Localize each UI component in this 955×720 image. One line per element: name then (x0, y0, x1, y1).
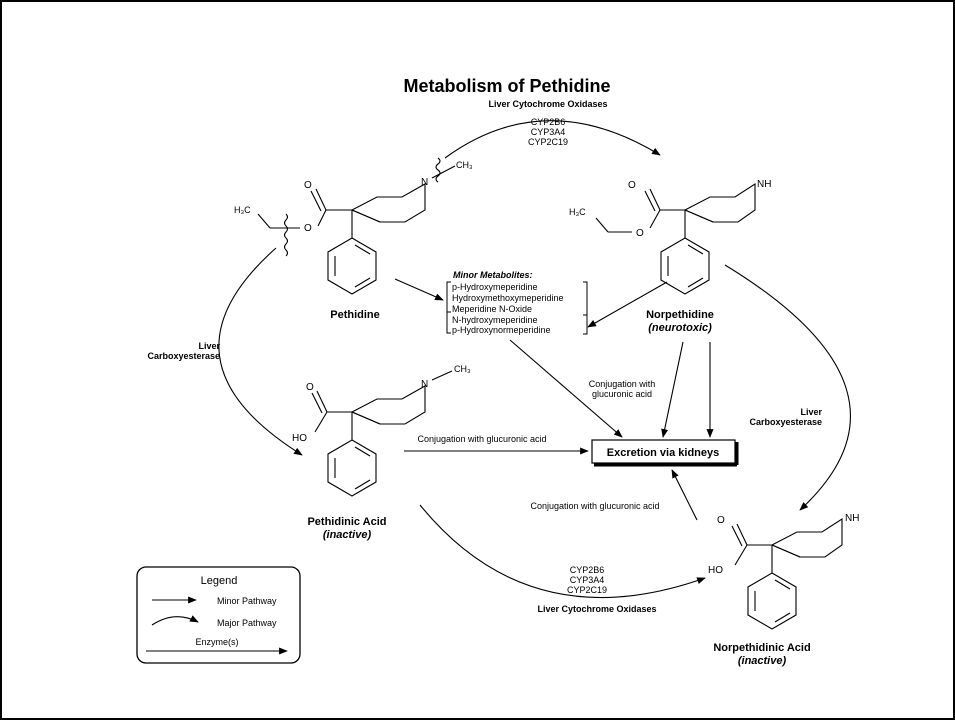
pathway-arrows (218, 247, 851, 599)
pethidinic-acid-name: Pethidinic Acid (307, 516, 386, 528)
norpethidine-phenyl-ring (660, 237, 710, 295)
conjugation-lower: Conjugation with glucuronic acid (530, 501, 659, 511)
norpethidine-name: Norpethidine (646, 309, 714, 321)
legend-title: Legend (201, 575, 238, 587)
excretion-box (591, 439, 739, 467)
major-arrow-pethidinic-to-norpethidinic-acid (419, 504, 706, 599)
pethidinic-acid-phenyl-ring (327, 439, 377, 497)
pethidine-structure (257, 157, 456, 295)
conjugation-middle: Conjugation with glucuronic acid (417, 434, 546, 444)
minor-metabolite-1: p-Hydroxymeperidine (452, 282, 538, 292)
top-enzyme-1: CYP2B6 (531, 117, 566, 127)
norpethidinic-acid-phenyl-ring (747, 572, 797, 630)
pethidinic-acid-structure (311, 370, 453, 497)
norpethidine-o-ester: O (636, 228, 644, 239)
top-enzyme-3: CYP2C19 (528, 137, 568, 147)
pethidinic-acid-o: O (306, 382, 314, 393)
norpethidinic-acid-note: (inactive) (738, 655, 787, 667)
pethidinic-acid-note: (inactive) (323, 529, 372, 541)
norpethidinic-acid-name: Norpethidinic Acid (713, 642, 810, 654)
bottom-enzyme-1: CYP2B6 (570, 565, 605, 575)
pethidine-piperidine-ring (350, 183, 426, 223)
minor-arrow-norpethidine-to-excretion-1 (661, 341, 684, 438)
legend-enzyme-label: Enzyme(s) (195, 637, 238, 647)
norpethidinic-acid-structure (731, 517, 843, 630)
minor-arrow-norpethidinic-acid-to-excretion (671, 469, 698, 521)
norpethidine-h3c: H₃C (569, 207, 586, 217)
minor-metabolite-3: Meperidine N-Oxide (452, 304, 532, 314)
top-enzyme-arrow (444, 120, 661, 159)
legend (136, 566, 301, 664)
minor-arrow-metabolites-to-excretion (509, 339, 623, 438)
norpethidinic-acid-nh: NH (845, 513, 859, 524)
pethidinic-acid-piperidine-ring (350, 385, 426, 425)
pethidine-h3c: H₃C (234, 205, 251, 215)
norpethidine-o-carbonyl: O (628, 180, 636, 191)
norpethidine-structure (595, 182, 756, 295)
minor-metabolites-heading: Minor Metabolites: (453, 270, 533, 280)
legend-major-arrow (151, 615, 199, 626)
pethidinic-acid-ch3: CH₃ (454, 364, 471, 374)
pethidine-n: N (421, 177, 428, 188)
bottom-enzyme-2: CYP3A4 (570, 575, 605, 585)
pethidine-o-ester: O (304, 223, 312, 234)
top-enzyme-pathway (444, 120, 661, 159)
carboxyesterase-left-2: Carboxyesterase (147, 351, 220, 361)
carboxyesterase-left-1: Liver (198, 341, 220, 351)
legend-major-label: Major Pathway (217, 618, 277, 628)
norpethidine-piperidine-ring (683, 182, 756, 223)
major-arrow-norpethidine-to-norpethidinic-acid (724, 264, 851, 511)
top-enzyme-2: CYP3A4 (531, 127, 566, 137)
pethidine-ester-cleavage-mark (283, 213, 289, 257)
conjugation-upper-2: glucuronic acid (592, 389, 652, 399)
pethidine-phenyl-ring (327, 237, 377, 295)
norpethidinic-acid-ho: HO (708, 565, 723, 576)
carboxyesterase-right-2: Carboxyesterase (749, 417, 822, 427)
minor-metabolites-brackets (446, 281, 588, 335)
legend-minor-label: Minor Pathway (217, 596, 277, 606)
norpethidine-nh: NH (757, 179, 771, 190)
bottom-enzyme-label: Liver Cytochrome Oxidases (537, 604, 656, 614)
norpethidine-note: (neurotoxic) (648, 322, 712, 334)
carboxyesterase-right-1: Liver (800, 407, 822, 417)
pethidine-name: Pethidine (330, 309, 380, 321)
diagram-title: Metabolism of Pethidine (403, 76, 610, 96)
legend-box (136, 566, 301, 664)
minor-metabolite-2: Hydroxymethoxymeperidine (452, 293, 564, 303)
excretion-label: Excretion via kidneys (607, 447, 720, 459)
minor-arrow-pethidine-to-metabolites (394, 278, 444, 301)
pethidine-n-cleavage-mark (435, 157, 441, 183)
norpethidinic-acid-piperidine-ring (770, 517, 843, 558)
bottom-enzyme-3: CYP2C19 (567, 585, 607, 595)
minor-metabolite-5: p-Hydroxynormeperidine (452, 325, 551, 335)
minor-arrow-norpethidine-to-metabolites (587, 281, 668, 328)
norpethidinic-acid-o: O (717, 515, 725, 526)
top-enzyme-label: Liver Cytochrome Oxidases (488, 99, 607, 109)
pethidinic-acid-ho: HO (292, 433, 307, 444)
pethidine-ch3-n: CH₃ (456, 160, 473, 170)
pethidine-o-carbonyl: O (304, 180, 312, 191)
major-arrow-pethidine-to-pethidinic-acid (218, 247, 303, 456)
pethidinic-acid-n: N (421, 379, 428, 390)
minor-metabolite-4: N-hydroxymeperidine (452, 315, 538, 325)
conjugation-upper-1: Conjugation with (589, 379, 656, 389)
